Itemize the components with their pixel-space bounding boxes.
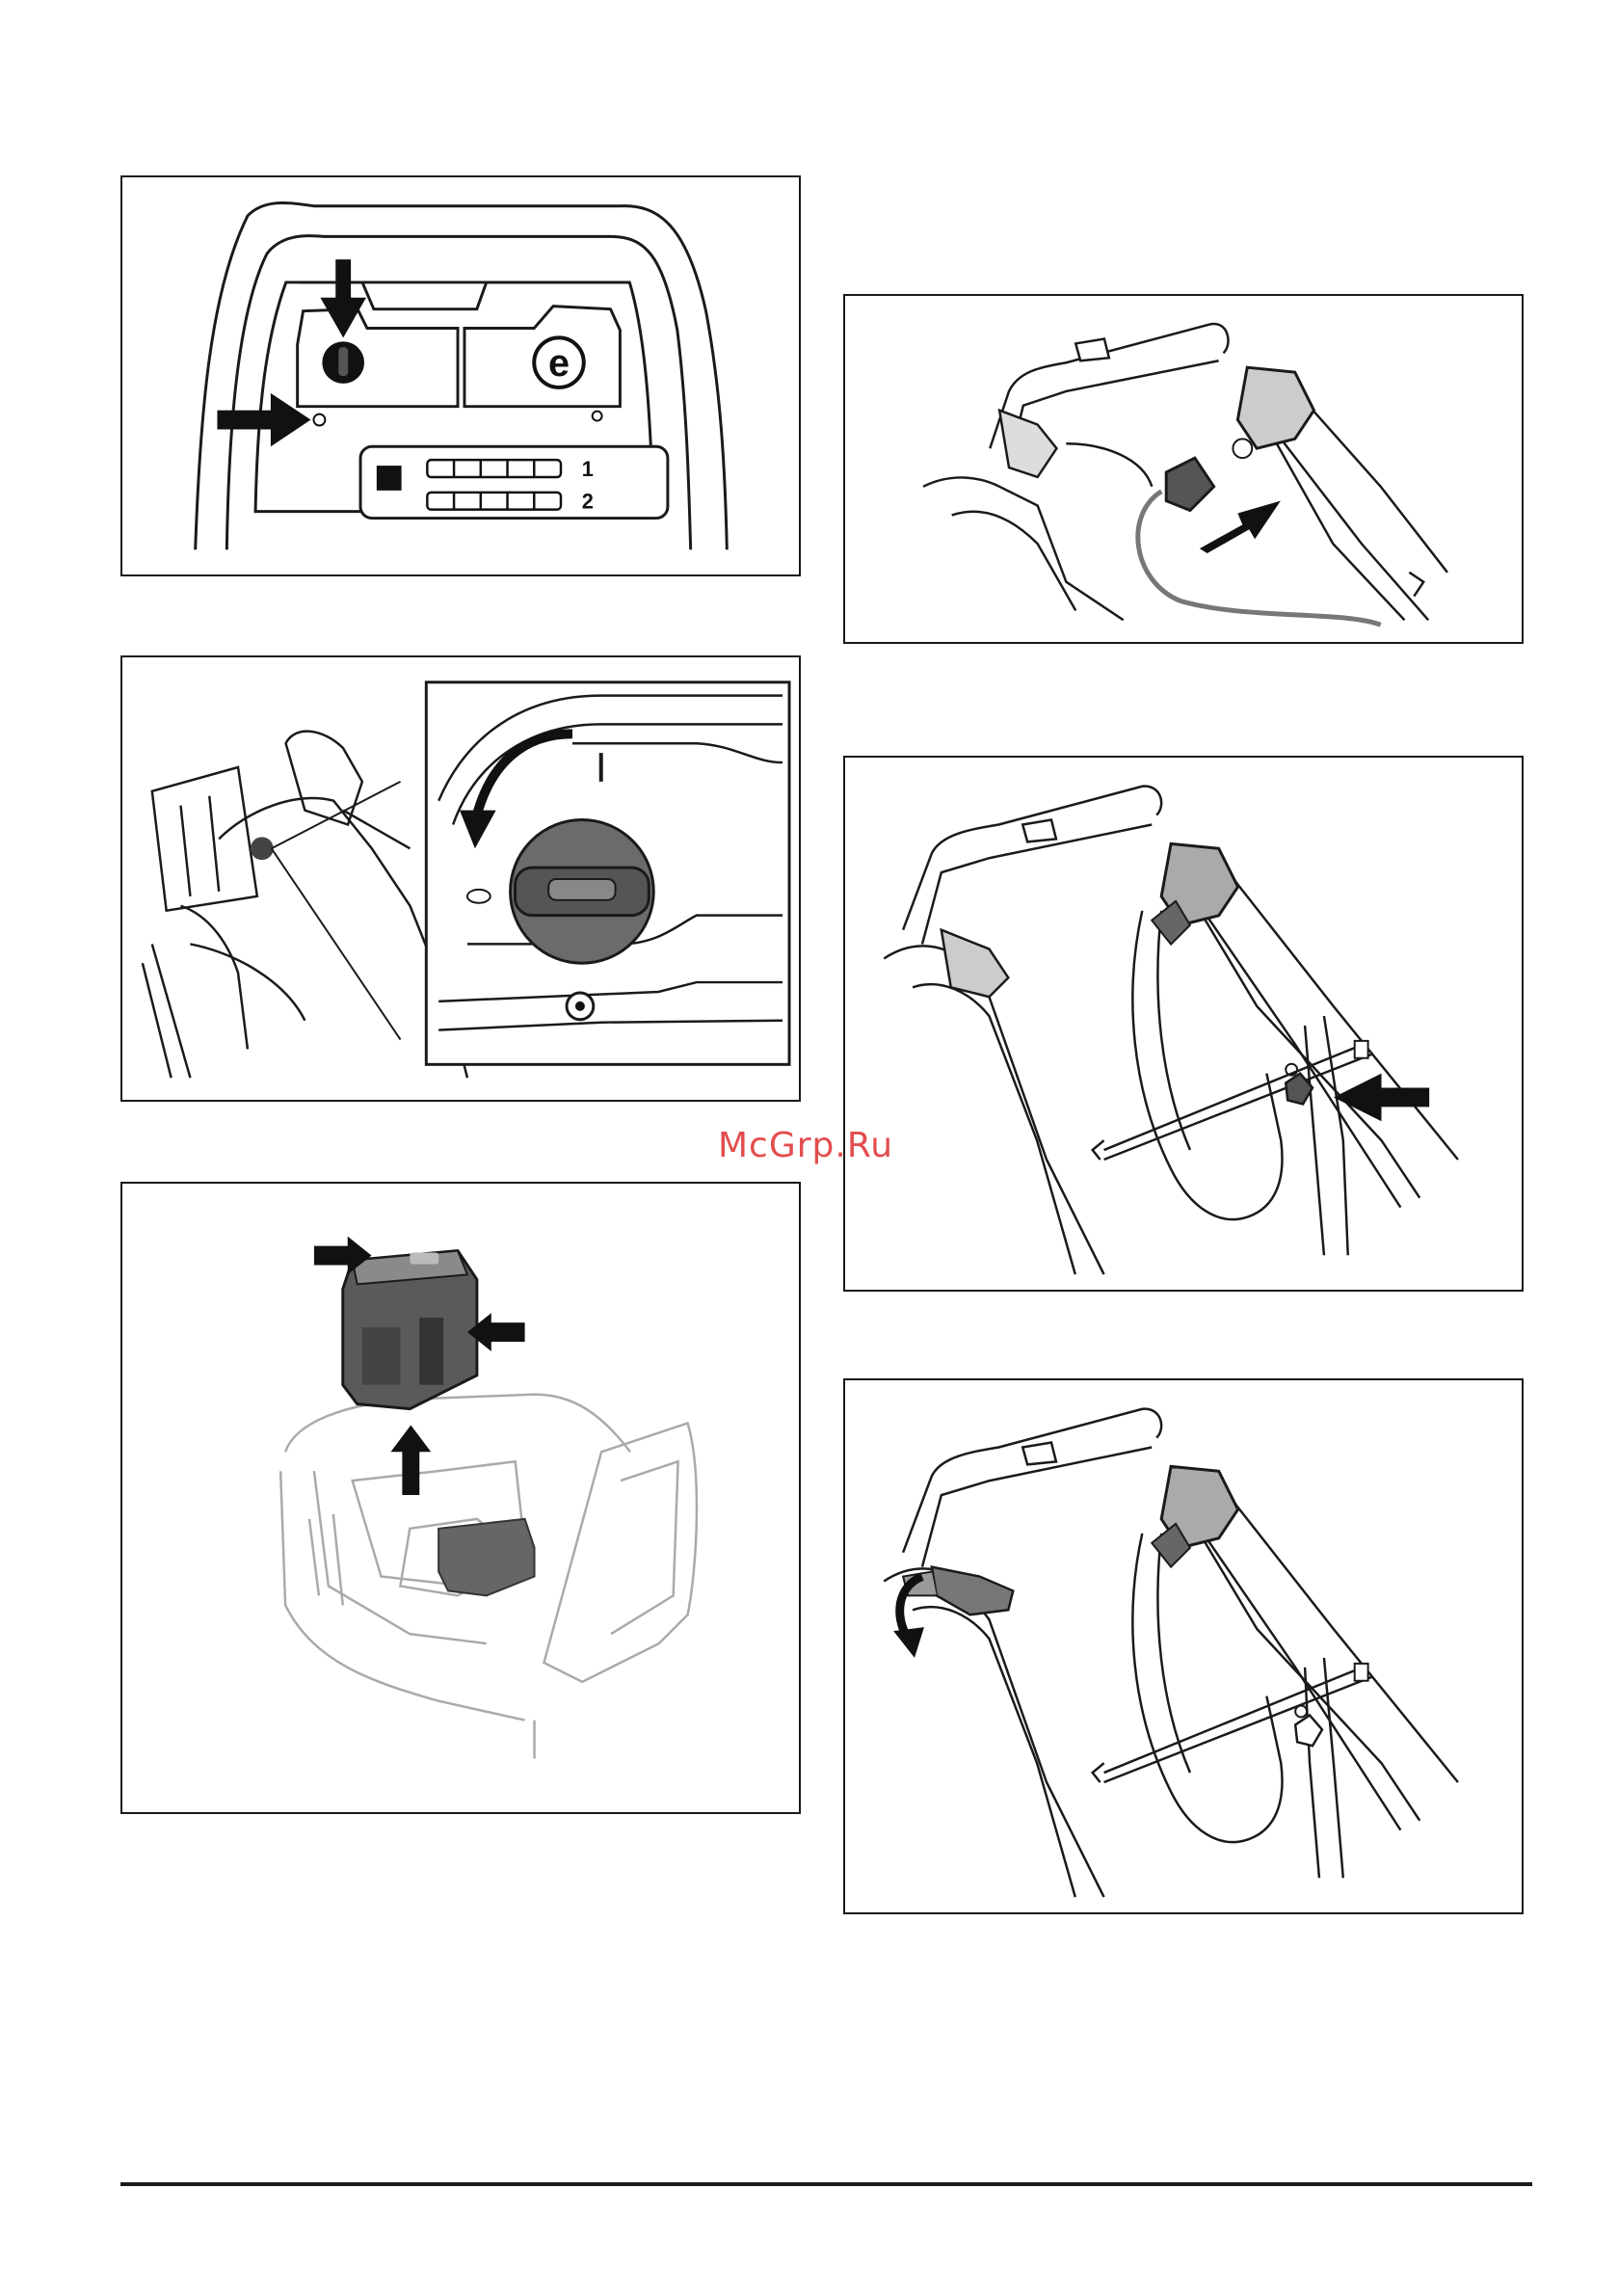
charger-plug-icon [1138,458,1381,625]
indicator-label-2: 2 [582,490,594,514]
figure-control-panel: e 1 2 [120,175,801,576]
footer-rule [120,2182,1532,2186]
indicator-label-1: 1 [582,457,594,481]
figure-handle-release [120,655,801,1102]
control-panel-illustration: e 1 2 [122,177,799,574]
rotating-knob-icon [511,820,654,964]
figure-charger-plug [843,294,1524,644]
cable-clip-illustration [845,758,1522,1290]
charging-socket-icon [1152,1466,1237,1566]
charging-socket-icon [1233,367,1313,458]
figure-handle-fold [843,1378,1524,1914]
battery-icon [343,1251,477,1409]
indicator-panel [360,446,668,518]
battery-in-bay-icon [438,1519,534,1596]
key-panel [298,309,458,407]
watermark: McGrp.Ru [718,1126,893,1165]
figure-battery-removal [120,1182,801,1814]
figure-cable-clip [843,756,1524,1292]
lift-arrow-icon [390,1425,431,1495]
push-arrow-icon [1200,501,1281,553]
push-arrow-icon [1334,1074,1429,1122]
stop-button-icon [377,466,402,491]
svg-text:e: e [548,342,570,385]
handle-clip-icon [999,411,1056,477]
handle-clip-icon [942,930,1008,997]
charging-socket-icon [1152,843,1237,944]
charger-plug-illustration [845,296,1522,642]
eco-mode-icon: e [534,337,584,387]
key-switch-icon [322,341,364,384]
handle-fold-illustration [845,1380,1522,1912]
cable-clip-icon [1295,1706,1322,1747]
handle-release-illustration [122,657,799,1100]
battery-removal-illustration [122,1184,799,1812]
